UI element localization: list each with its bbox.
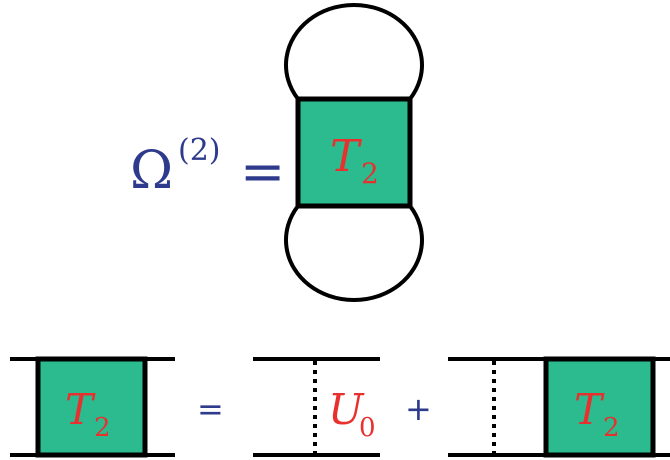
lhs-t2-box: [35, 356, 148, 458]
rhs-t2-label: T: [574, 385, 605, 434]
bottom-equals-sign: =: [197, 390, 224, 428]
t2-vertex-label: T: [330, 131, 363, 182]
rhs-t2-subscript: 2: [603, 413, 620, 443]
lhs-t2-vertex: T 2: [10, 356, 175, 458]
omega-symbol: Ω: [130, 141, 173, 201]
omega-superscript: (2): [178, 133, 221, 168]
lower-loop: [284, 204, 424, 303]
plus-sign: +: [405, 390, 432, 428]
lhs-t2-subscript: 2: [94, 413, 111, 443]
rhs-t2-box: [543, 356, 656, 458]
u0-interaction-term: U 0: [253, 357, 380, 457]
u0-subscript: 0: [359, 413, 376, 443]
lhs-t2-label: T: [65, 385, 96, 434]
t2-vertex-box: [295, 96, 413, 209]
u0-label: U: [328, 385, 365, 434]
rhs-iterated-term: T 2: [448, 356, 670, 458]
t2-vertex-subscript: 2: [361, 157, 379, 190]
upper-loop: [284, 2, 424, 101]
omega-equation: Ω (2) =: [130, 133, 285, 203]
omega-equals-sign: =: [240, 140, 285, 203]
closed-t2-diagram: T 2: [284, 2, 424, 303]
